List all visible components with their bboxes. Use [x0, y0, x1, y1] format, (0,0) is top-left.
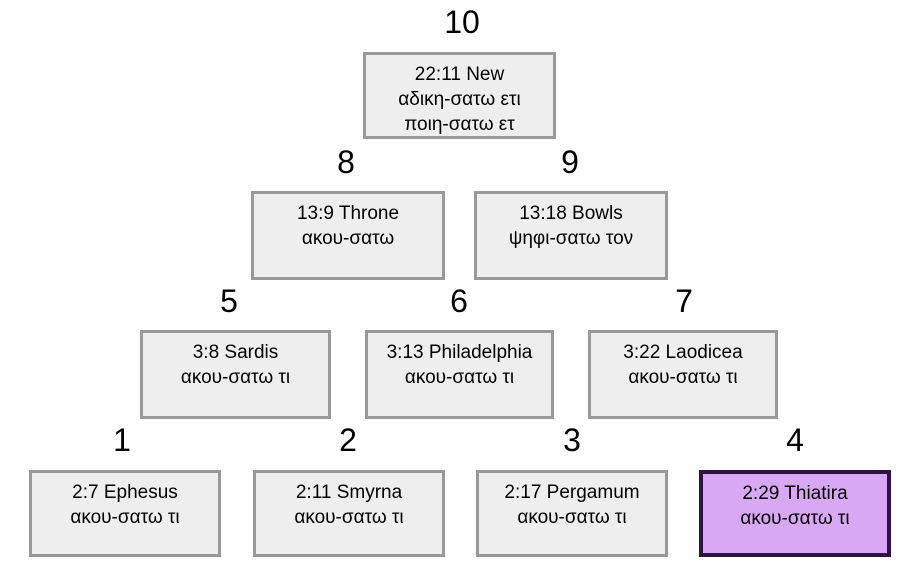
diagram-node-7[interactable]: 3:22 Laodicea ακου-σατω τι [588, 330, 778, 419]
diagram-node-10[interactable]: 22:11 New αδικη-σατω ετι ποιη-σατω ετ [363, 52, 556, 139]
diagram-node-4-highlighted[interactable]: 2:29 Thiatira ακου-σατω τι [699, 470, 891, 557]
node-reference: 2:11 Smyrna [295, 482, 403, 503]
node-number-1: 1 [113, 422, 131, 458]
node-reference: 2:7 Ephesus [72, 482, 178, 503]
node-reference: 3:8 Sardis [192, 342, 279, 363]
node-number-3: 3 [563, 422, 581, 458]
node-greek-text: ακου-σατω τι [628, 367, 738, 388]
node-greek-text-extra: ποιη-σατω ετ [404, 114, 515, 135]
node-reference: 2:29 Thiatira [742, 483, 848, 504]
node-number-4: 4 [786, 422, 804, 458]
node-reference: 2:17 Pergamum [504, 482, 640, 503]
node-greek-text: ακου-σατω [301, 228, 395, 249]
node-number-5: 5 [220, 283, 238, 319]
node-reference: 13:9 Throne [296, 203, 400, 224]
node-reference: 3:22 Laodicea [623, 342, 743, 363]
node-greek-text: ακου-σατω τι [740, 508, 850, 529]
node-greek-text: αδικη-σατω ετι [398, 89, 521, 110]
diagram-node-5[interactable]: 3:8 Sardis ακου-σατω τι [140, 330, 331, 419]
node-reference: 22:11 New [414, 64, 505, 85]
diagram-node-3[interactable]: 2:17 Pergamum ακου-σατω τι [476, 470, 668, 557]
node-greek-text: ακου-σατω τι [517, 507, 627, 528]
node-number-10: 10 [444, 4, 480, 40]
diagram-node-9[interactable]: 13:18 Bowls ψηφι-σατω τον [474, 191, 668, 280]
node-greek-text: ακου-σατω τι [70, 507, 180, 528]
diagram-node-6[interactable]: 3:13 Philadelphia ακου-σατω τι [365, 330, 554, 419]
node-number-9: 9 [561, 144, 579, 180]
node-greek-text: ακου-σατω τι [180, 367, 291, 388]
node-greek-text: ακου-σατω τι [294, 507, 404, 528]
node-greek-text: ακου-σατω τι [404, 367, 515, 388]
node-reference: 3:13 Philadelphia [386, 342, 533, 363]
node-reference: 13:18 Bowls [519, 203, 623, 224]
diagram-node-1[interactable]: 2:7 Ephesus ακου-σατω τι [29, 470, 221, 557]
node-greek-text: ψηφι-σατω τον [508, 228, 634, 249]
node-number-6: 6 [450, 283, 468, 319]
diagram-node-8[interactable]: 13:9 Throne ακου-σατω [251, 191, 445, 280]
node-number-7: 7 [675, 283, 693, 319]
diagram-node-2[interactable]: 2:11 Smyrna ακου-σατω τι [253, 470, 445, 557]
node-number-8: 8 [337, 144, 355, 180]
node-number-2: 2 [339, 422, 357, 458]
